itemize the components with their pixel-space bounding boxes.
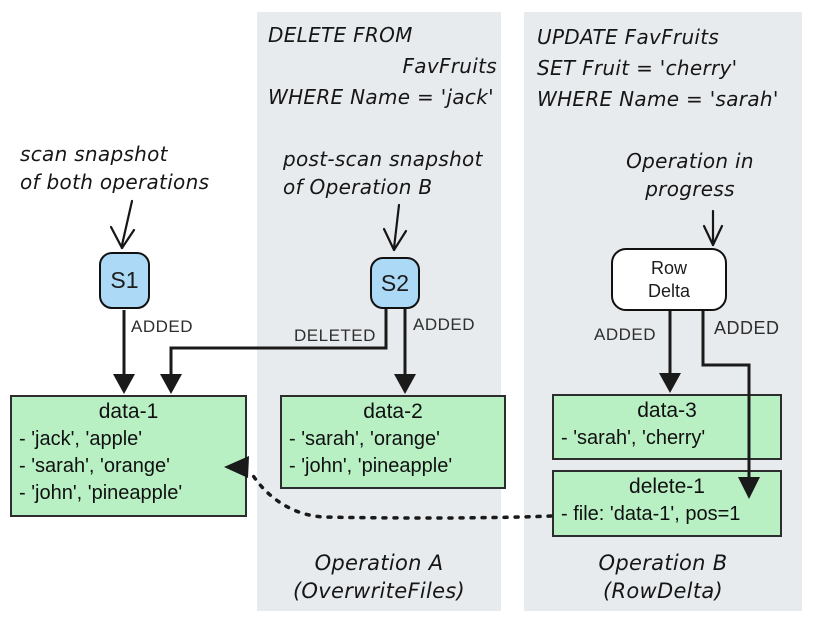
file-box-row: - 'john', 'pineapple': [289, 455, 453, 477]
file-box-row: - 'jack', 'apple': [19, 428, 143, 450]
file-box-row: - 'john', 'pineapple': [19, 482, 183, 504]
row-delta-node: Row Delta: [611, 248, 727, 311]
edge-label-s2-added: ADDED: [413, 315, 476, 334]
sql-b-line3: WHERE Name = 'sarah': [537, 87, 779, 111]
file-box-title: delete-1: [629, 475, 705, 498]
sql-statement-operation-a: DELETE FROM FavFruits WHERE Name = 'jack…: [268, 20, 497, 113]
footer-operation-b: Operation B (RowDelta): [598, 551, 728, 603]
file-box-row: - 'sarah', 'cherry': [561, 427, 706, 449]
edge-label-rowdelta-added-left: ADDED: [594, 325, 657, 344]
file-box-row: - file: 'data-1', pos=1: [561, 503, 741, 525]
sql-a-line3: WHERE Name = 'jack': [268, 85, 494, 109]
file-box-title: data-2: [363, 400, 423, 423]
snapshot-node-s1: S1: [99, 252, 150, 309]
scan-snapshot-caption: scan snapshot of both operations: [20, 142, 210, 194]
operation-in-progress-caption: Operation in progress: [626, 149, 754, 201]
edge-label-rowdelta-added-right: ADDED: [714, 318, 780, 338]
file-box-data-2: data-2 - 'sarah', 'orange' - 'john', 'pi…: [280, 395, 506, 489]
arrowhead-icon: [113, 374, 135, 394]
sql-a-line1: DELETE FROM: [268, 23, 413, 47]
hand-arrow-scan-to-s1: [109, 199, 136, 250]
sql-a-line2: FavFruits: [402, 54, 497, 78]
file-box-data-3: data-3 - 'sarah', 'cherry': [552, 394, 782, 460]
arrowhead-icon: [160, 374, 182, 394]
footer-operation-a: Operation A (OverwriteFiles): [292, 551, 466, 603]
file-box-row: - 'sarah', 'orange': [19, 455, 170, 477]
file-box-delete-1: delete-1 - file: 'data-1', pos=1: [552, 470, 782, 537]
file-box-row: - 'sarah', 'orange': [289, 428, 440, 450]
post-scan-caption: post-scan snapshot of Operation B: [283, 147, 483, 199]
file-box-title: data-3: [637, 399, 697, 422]
file-box-data-1: data-1 - 'jack', 'apple' - 'sarah', 'ora…: [10, 395, 247, 517]
edge-label-s2-deleted: DELETED: [294, 326, 376, 345]
sql-b-line1: UPDATE FavFruits: [537, 25, 720, 49]
sql-statement-operation-b: UPDATE FavFruits SET Fruit = 'cherry' WH…: [537, 22, 792, 115]
edge-label-s1-added: ADDED: [131, 317, 194, 336]
snapshot-node-s2: S2: [370, 257, 420, 309]
file-box-title: data-1: [98, 400, 159, 423]
sql-b-line2: SET Fruit = 'cherry': [537, 56, 738, 80]
